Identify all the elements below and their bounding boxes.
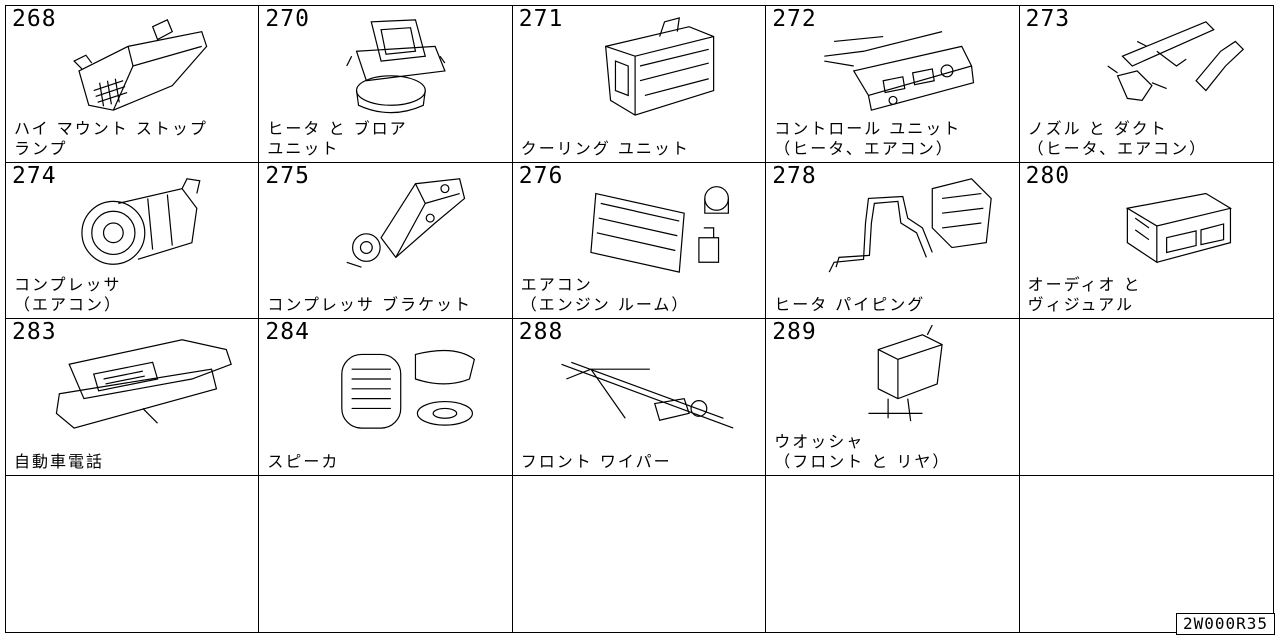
front-wiper-icon — [538, 325, 742, 433]
heater-piping-icon — [791, 169, 995, 277]
compressor-bracket-icon — [284, 169, 488, 277]
heater-blower-unit-icon — [284, 12, 488, 120]
diagram-code: 2W000R35 — [1175, 613, 1275, 635]
part-label: オーディオ と ヴィジュアル — [1027, 275, 1142, 314]
part-number: 271 — [518, 6, 564, 32]
empty-cell — [259, 475, 513, 632]
part-cell-278[interactable]: 278 ヒータ パイピング — [766, 162, 1020, 319]
parts-catalog: 268 ハイ マウント ストップ ランプ 270 — [5, 5, 1274, 633]
part-number: 275 — [265, 162, 310, 189]
part-label: コントロール ユニット （ヒータ、エアコン） — [774, 118, 962, 158]
part-number: 278 — [772, 162, 817, 189]
part-cell-275[interactable]: 275 コンプレッサ ブラケット — [259, 162, 513, 319]
part-label: ノズル と ダクト （ヒータ、エアコン） — [1027, 118, 1208, 158]
part-label: フロント ワイパー — [520, 451, 672, 471]
part-number: 289 — [772, 319, 817, 345]
aircon-engine-room-icon — [538, 169, 742, 277]
part-cell-268[interactable]: 268 ハイ マウント ストップ ランプ — [6, 6, 260, 163]
high-mount-stop-lamp-icon — [31, 12, 235, 120]
part-label: エアコン （エンジン ルーム） — [520, 275, 690, 314]
part-number: 283 — [12, 319, 57, 345]
part-label: ヒータ と ブロア ユニット — [267, 118, 408, 158]
part-cell-272[interactable]: 272 コントロール ユニット （ヒータ、エアコン） — [766, 6, 1020, 163]
nozzle-duct-icon — [1045, 12, 1249, 120]
part-number: 268 — [12, 6, 57, 32]
part-cell-270[interactable]: 270 ヒータ と ブロア ユニット — [259, 6, 513, 163]
cooling-unit-icon — [538, 12, 742, 120]
part-cell-288[interactable]: 288 フロント ワイパー — [512, 319, 767, 476]
part-cell-283[interactable]: 283 自動車電話 — [6, 319, 260, 476]
part-label: コンプレッサ ブラケット — [267, 295, 472, 314]
part-cell-274[interactable]: 274 コンプレッサ （エアコン） — [6, 162, 260, 319]
part-cell-289[interactable]: 289 ウオッシャ （フロント と リヤ） — [766, 319, 1020, 476]
empty-cell — [513, 475, 767, 632]
part-label: ヒータ パイピング — [774, 295, 926, 314]
part-number: 280 — [1025, 162, 1071, 189]
part-number: 284 — [265, 319, 310, 345]
car-phone-icon — [31, 325, 235, 433]
part-label: ウオッシャ （フロント と リヤ） — [774, 431, 951, 471]
part-number: 273 — [1025, 6, 1071, 32]
part-cell-276[interactable]: 276 エアコン （エンジン ルーム） — [512, 162, 767, 319]
part-label: クーリング ユニット — [520, 138, 690, 158]
audio-visual-icon — [1045, 169, 1249, 277]
compressor-icon — [31, 169, 235, 277]
empty-cell — [1020, 476, 1273, 633]
part-number: 276 — [518, 162, 564, 189]
part-label: スピーカ — [267, 451, 340, 471]
part-label: 自動車電話 — [14, 451, 105, 471]
part-number: 272 — [772, 6, 817, 32]
control-unit-icon — [791, 12, 995, 120]
empty-cell — [1019, 319, 1273, 476]
washer-icon — [791, 325, 995, 433]
part-number: 270 — [265, 6, 310, 32]
part-cell-284[interactable]: 284 スピーカ — [259, 319, 513, 476]
empty-cell — [6, 475, 260, 632]
part-label: コンプレッサ （エアコン） — [14, 275, 123, 314]
parts-grid: 268 ハイ マウント ストップ ランプ 270 — [6, 6, 1273, 632]
part-label: ハイ マウント ストップ ランプ — [14, 118, 208, 158]
empty-cell — [766, 475, 1020, 632]
part-number: 274 — [12, 162, 57, 189]
part-cell-273[interactable]: 273 ノズル と ダクト （ヒータ、エアコン） — [1019, 6, 1273, 163]
speaker-icon — [284, 325, 488, 433]
part-cell-280[interactable]: 280 オーディオ と ヴィジュアル — [1019, 162, 1273, 319]
part-number: 288 — [518, 319, 564, 345]
part-cell-271[interactable]: 271 クーリング ユニット — [512, 6, 767, 163]
